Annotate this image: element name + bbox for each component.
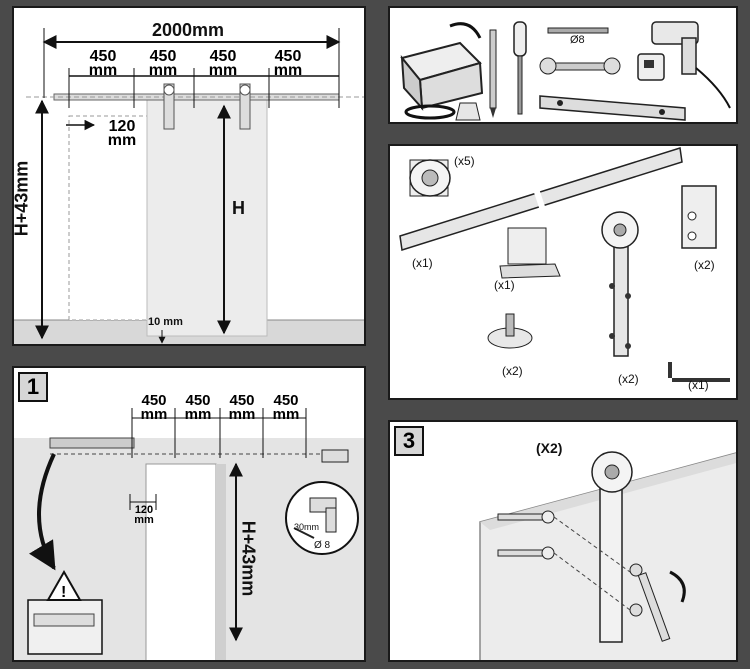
parts-drawing (399, 147, 730, 382)
bolt-icon-2 (497, 546, 555, 560)
dimension-drawing (14, 28, 364, 344)
track-icon (399, 147, 683, 251)
total-width-label: 2000mm (152, 20, 225, 40)
bumper-qty: (x2) (502, 364, 523, 378)
spacer-cup-icon (455, 102, 481, 121)
warning-icon (46, 569, 82, 601)
drill-icon (293, 497, 337, 539)
tools-drawing (400, 21, 731, 121)
step1-drawing: ! (14, 408, 364, 660)
hanger-icon (601, 211, 639, 357)
electric-drill-icon (651, 21, 731, 109)
depth-label: 30mm (294, 522, 320, 532)
door-panel (146, 95, 268, 337)
spacer-cylinder-icon (409, 159, 451, 197)
stopper-qty: (x2) (694, 258, 715, 272)
hanger-icon (591, 451, 643, 643)
screwdriver-icon (513, 21, 527, 115)
tools-panel: Ø8 (388, 6, 738, 124)
stopper-icon (681, 185, 717, 249)
track-rail (49, 437, 135, 449)
total-height-label: H+43mm (12, 160, 32, 237)
bumper-icon (487, 313, 533, 349)
pencil-icon (489, 29, 497, 118)
wrench-icon (539, 57, 621, 75)
drill-small-icon (321, 449, 349, 463)
height-label: H (232, 198, 245, 218)
step-number-3: 3 (394, 426, 424, 456)
diameter-label: Ø 8 (314, 540, 331, 551)
step3-drawing (479, 451, 736, 660)
track-qty: (x1) (412, 256, 433, 270)
tape-measure-icon (637, 53, 665, 81)
drill-detail-circle (285, 481, 359, 555)
floor-guide-icon (499, 227, 561, 279)
bolt-icon (497, 510, 555, 524)
quantity-label: (X2) (536, 440, 563, 456)
step3-panel: 3 (X2) (388, 420, 738, 662)
hanger-qty: (x2) (618, 372, 639, 386)
tape-icon (404, 104, 456, 120)
drill-bit-label: Ø8 (570, 34, 585, 46)
step1-height-label: H+43mm (238, 520, 259, 597)
floor-gap-label: 10 mm (148, 316, 183, 328)
wrench-icon (637, 570, 686, 642)
drill-bit-icon (547, 27, 609, 34)
svg-text:!: ! (61, 584, 66, 601)
door-opening (145, 463, 217, 660)
toolbox-icon (400, 22, 484, 111)
step-number-1: 1 (18, 372, 48, 402)
parts-panel: (x5) (x1) (x1) (x2) (x2) (x2) (x1) (388, 144, 738, 400)
allen-key-icon (668, 362, 730, 382)
spacer-qty: (x5) (454, 154, 475, 168)
allen-key-qty: (x1) (688, 378, 709, 392)
floor-guide-qty: (x1) (494, 278, 515, 292)
spirit-level-icon (539, 95, 686, 121)
